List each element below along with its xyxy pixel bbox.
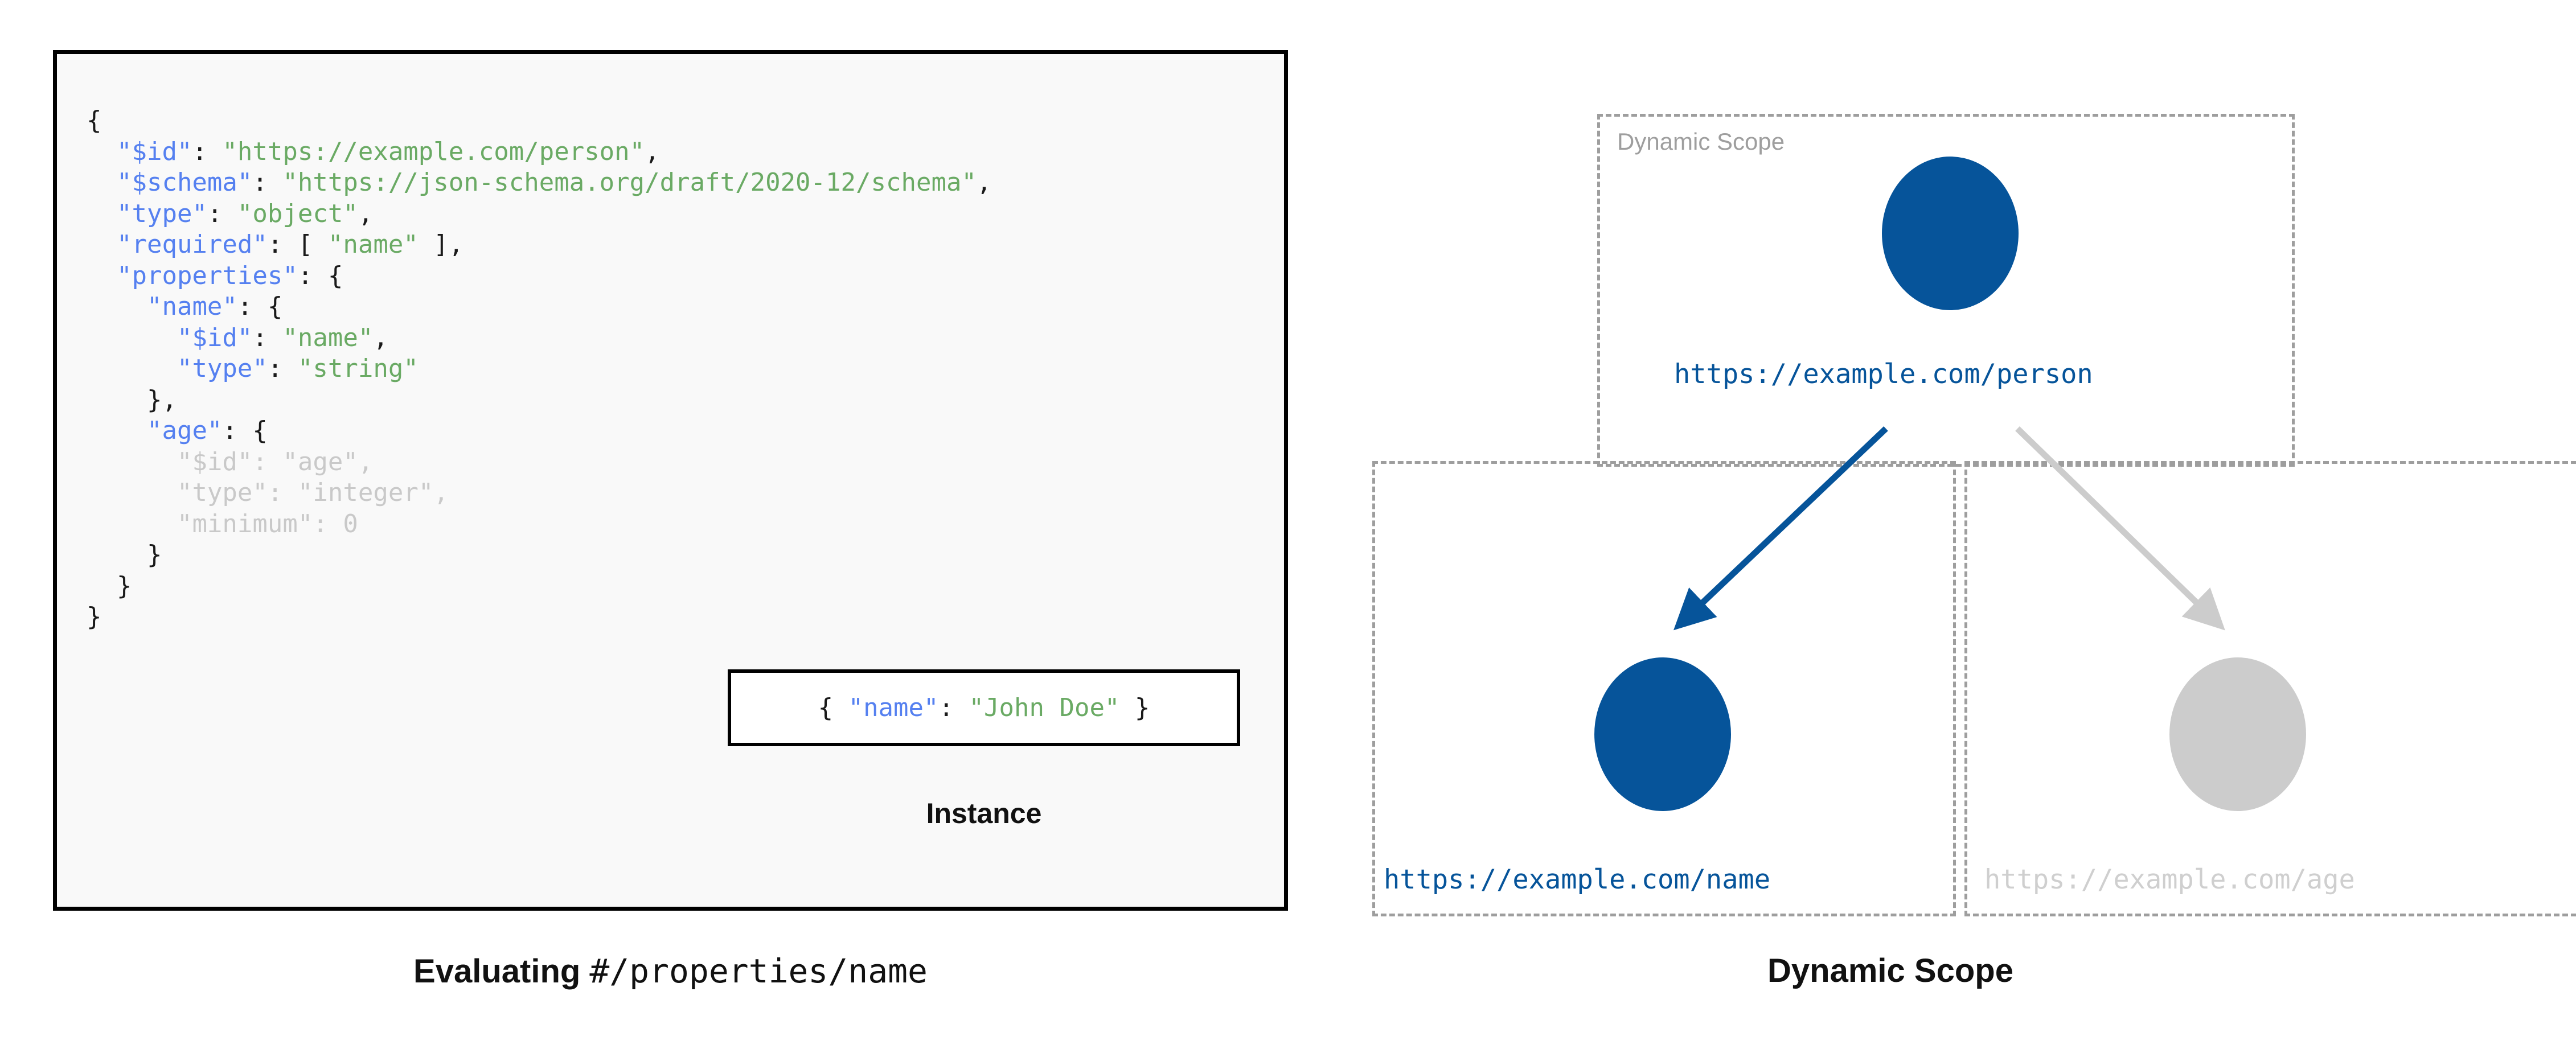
code-token: ,	[358, 447, 374, 476]
code-token: "name"	[282, 323, 374, 352]
code-token: "type"	[116, 199, 207, 228]
left-caption-pointer: #/properties/name	[589, 952, 928, 990]
code-token: }	[1119, 693, 1150, 722]
code-token: "name"	[327, 230, 419, 259]
code-line: "type": "object",	[87, 199, 373, 228]
code-token: {	[87, 106, 102, 135]
code-token: "age"	[282, 447, 358, 476]
scope-box-age	[1964, 461, 2576, 916]
code-token: }	[146, 540, 162, 569]
code-token: "type"	[177, 478, 268, 507]
edge-person-to-name	[1673, 426, 1888, 631]
code-token: :	[313, 509, 343, 538]
left-caption: Evaluating#/properties/name	[53, 952, 1288, 990]
code-line: "$id": "age",	[87, 447, 373, 476]
code-token: }	[87, 602, 102, 631]
code-line: "$schema": "https://json-schema.org/draf…	[87, 168, 991, 197]
node-label-person: https://example.com/person	[1674, 359, 2093, 390]
code-line: "properties": {	[87, 261, 343, 290]
code-token: },	[146, 385, 177, 414]
code-line: "name": {	[87, 292, 282, 321]
code-line: "required": [ "name" ],	[87, 230, 463, 259]
code-token: "age"	[146, 416, 223, 445]
scope-box-person	[1597, 114, 2295, 467]
code-token: "properties"	[116, 261, 298, 290]
code-token: "string"	[297, 354, 419, 383]
code-line: "minimum": 0	[87, 509, 358, 538]
code-token: "John Doe"	[969, 693, 1120, 722]
code-line: "$id": "name",	[87, 323, 388, 352]
scope-arrows	[1673, 426, 2225, 631]
instance-box: { "name": "John Doe" }	[728, 669, 1240, 746]
code-token: :	[267, 354, 298, 383]
scope-box-name	[1372, 461, 1956, 916]
scope-box-label: Dynamic Scope	[1617, 128, 1785, 155]
code-token: :	[252, 447, 283, 476]
dynamic-scope-diagram: Dynamic Scope https://example.com/person…	[1310, 68, 2576, 922]
left-caption-bold: Evaluating	[413, 953, 581, 990]
code-token: :	[938, 693, 969, 722]
code-token: "https://json-schema.org/draft/2020-12/s…	[282, 168, 977, 197]
schema-code-panel: { "$id": "https://example.com/person", "…	[53, 50, 1288, 911]
code-token: :	[267, 478, 298, 507]
code-token: {	[818, 693, 848, 722]
code-token: ,	[976, 168, 992, 197]
node-circle-name	[1594, 657, 1731, 811]
code-token: : {	[222, 416, 268, 445]
instance-caption: Instance	[926, 797, 1042, 829]
code-line: }	[87, 571, 132, 600]
code-token: "name"	[146, 292, 237, 321]
code-token: :	[252, 168, 283, 197]
node-label-name: https://example.com/name	[1384, 864, 1771, 895]
code-line: {	[87, 106, 102, 135]
code-token: ,	[373, 323, 388, 352]
edge-person-to-age	[2015, 426, 2225, 631]
code-token: "https://example.com/person"	[222, 137, 645, 166]
code-token: :	[192, 137, 223, 166]
instance-code: { "name": "John Doe" }	[818, 693, 1150, 722]
code-token: ,	[358, 199, 374, 228]
schema-code-block: { "$id": "https://example.com/person", "…	[87, 105, 991, 633]
code-token: ],	[418, 230, 464, 259]
code-token: "integer"	[297, 478, 434, 507]
code-token: "name"	[848, 693, 939, 722]
code-token: "$id"	[177, 323, 253, 352]
code-token: :	[252, 323, 283, 352]
code-line: "$id": "https://example.com/person",	[87, 137, 660, 166]
code-line: },	[87, 385, 177, 414]
code-line: }	[87, 602, 102, 631]
node-circle-age	[2169, 657, 2306, 811]
code-token: }	[116, 571, 132, 600]
code-token: "minimum"	[177, 509, 313, 538]
code-token: :	[207, 199, 237, 228]
code-token: "$id"	[177, 447, 253, 476]
code-token: "object"	[237, 199, 358, 228]
code-line: "age": {	[87, 416, 268, 445]
code-token: : {	[297, 261, 343, 290]
code-token: ,	[433, 478, 449, 507]
code-line: "type": "integer",	[87, 478, 449, 507]
code-line: "type": "string"	[87, 354, 419, 383]
node-label-age: https://example.com/age	[1984, 864, 2355, 895]
code-token: : {	[237, 292, 283, 321]
code-token: "$schema"	[116, 168, 253, 197]
code-token: "required"	[116, 230, 268, 259]
code-token: : [	[267, 230, 328, 259]
node-circle-person	[1882, 157, 2019, 310]
code-token: "type"	[177, 354, 268, 383]
code-token: 0	[343, 509, 358, 538]
code-token: "$id"	[116, 137, 192, 166]
code-token: ,	[645, 137, 660, 166]
right-caption: Dynamic Scope	[1767, 952, 2013, 989]
code-line: }	[87, 540, 162, 569]
